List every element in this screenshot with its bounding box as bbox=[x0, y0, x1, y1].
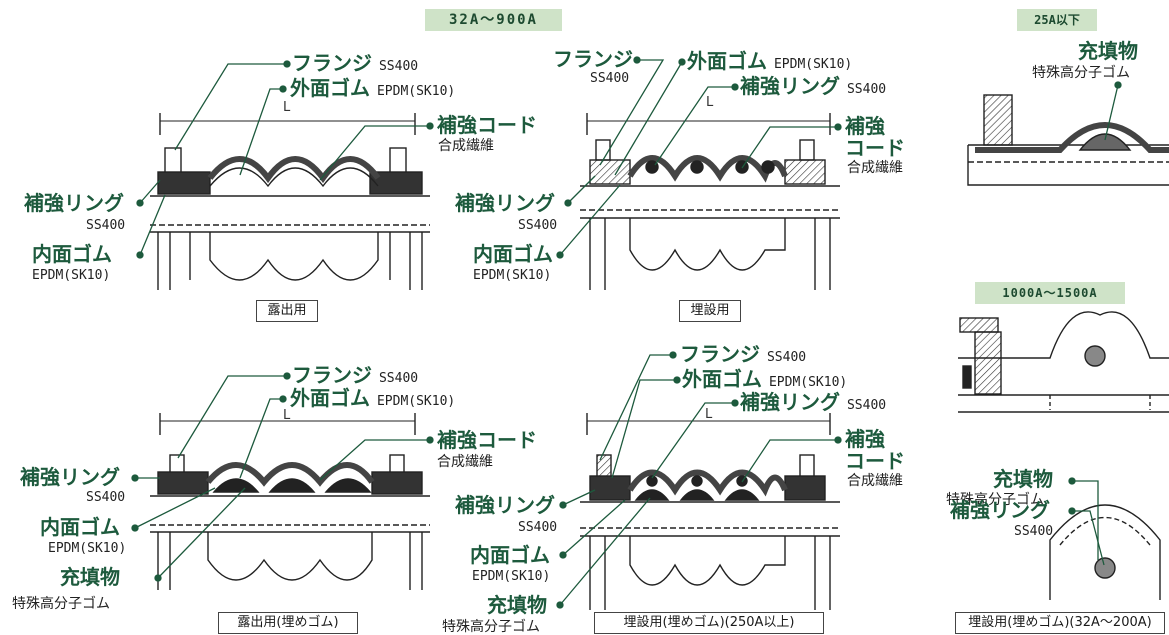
length-mark: L bbox=[283, 408, 291, 423]
label-reinforce-cord-a: 補強 bbox=[845, 427, 885, 451]
small-size-banner: 25A以下 bbox=[1017, 9, 1097, 31]
label-filler: 充填物 bbox=[1078, 39, 1138, 63]
material-epdm: EPDM(SK10) bbox=[472, 569, 551, 584]
material-polymer: 特殊高分子ゴム bbox=[946, 492, 1044, 508]
label-inner-rubber: 内面ゴム bbox=[32, 242, 112, 266]
large-size-banner: 1000A～1500A bbox=[975, 282, 1125, 304]
material-ss400: SS400 bbox=[518, 218, 558, 233]
label-reinforce-ring: 補強リング bbox=[950, 498, 1050, 522]
label-flange: フランジ SS400 bbox=[292, 363, 419, 387]
caption-exposed-fill: 露出用(埋めゴム) bbox=[218, 612, 358, 634]
label-reinforce-cord-b: コード bbox=[845, 449, 905, 473]
diagram-exposed-fill bbox=[150, 413, 430, 590]
label-outer-rubber: 外面ゴム EPDM(SK10) bbox=[290, 76, 456, 100]
caption-buried-fill-large: 埋設用(埋めゴム)(250A以上) bbox=[594, 612, 824, 634]
label-outer-rubber: 外面ゴム EPDM(SK10) bbox=[682, 367, 848, 391]
length-mark: L bbox=[706, 95, 714, 110]
label-flange: フランジ SS400 bbox=[680, 342, 807, 366]
material-polymer: 特殊高分子ゴム bbox=[12, 596, 110, 612]
label-reinforce-cord-a: 補強 bbox=[845, 114, 885, 138]
material-ss400: SS400 bbox=[590, 71, 630, 86]
caption-buried: 埋設用 bbox=[679, 300, 741, 322]
label-filler: 充填物 bbox=[993, 467, 1053, 491]
diagram-buried-fill bbox=[580, 413, 840, 610]
label-inner-rubber: 内面ゴム bbox=[473, 242, 553, 266]
leader-lines bbox=[131, 56, 1122, 609]
material-fiber: 合成繊維 bbox=[847, 473, 903, 489]
label-inner-rubber: 内面ゴム bbox=[40, 515, 120, 539]
label-outer-rubber: 外面ゴム EPDM(SK10) bbox=[290, 386, 456, 410]
caption-exposed: 露出用 bbox=[256, 300, 318, 322]
label-reinforce-cord: 補強コード bbox=[437, 113, 537, 137]
label-reinforce-ring: 補強リング bbox=[455, 191, 555, 215]
material-ss400: SS400 bbox=[86, 218, 126, 233]
material-polymer: 特殊高分子ゴム bbox=[442, 619, 540, 635]
diagram-exposed bbox=[150, 113, 430, 290]
length-mark: L bbox=[705, 407, 713, 422]
caption-buried-fill-small: 埋設用(埋めゴム)(32A～200A) bbox=[955, 612, 1165, 634]
label-reinforce-ring: 補強リング SS400 bbox=[740, 390, 887, 414]
label-inner-rubber: 内面ゴム bbox=[470, 543, 550, 567]
material-epdm: EPDM(SK10) bbox=[48, 541, 127, 556]
label-filler: 充填物 bbox=[60, 565, 120, 589]
label-reinforce-cord: 補強コード bbox=[437, 428, 537, 452]
material-ss400: SS400 bbox=[1014, 524, 1054, 539]
label-reinforce-ring: 補強リング bbox=[455, 493, 555, 517]
diagram-small bbox=[967, 94, 1169, 186]
label-reinforce-cord-b: コード bbox=[845, 136, 905, 160]
material-fiber: 合成繊維 bbox=[847, 160, 903, 176]
diagram-large bbox=[958, 311, 1169, 600]
label-reinforce-ring: 補強リング SS400 bbox=[740, 74, 887, 98]
label-reinforce-ring: 補強リング bbox=[24, 191, 124, 215]
material-polymer: 特殊高分子ゴム bbox=[1032, 65, 1130, 81]
material-ss400: SS400 bbox=[86, 490, 126, 505]
material-fiber: 合成繊維 bbox=[438, 138, 494, 154]
label-outer-rubber: 外面ゴム EPDM(SK10) bbox=[687, 49, 853, 73]
material-fiber: 合成繊維 bbox=[437, 454, 493, 470]
size-range-banner: 32A～900A bbox=[425, 9, 562, 31]
label-filler: 充填物 bbox=[487, 593, 547, 617]
diagram-buried bbox=[580, 113, 840, 290]
label-flange: フランジ bbox=[553, 47, 633, 71]
length-mark: L bbox=[283, 100, 291, 115]
label-flange: フランジ SS400 bbox=[292, 51, 419, 75]
material-epdm: EPDM(SK10) bbox=[473, 268, 552, 283]
material-ss400: SS400 bbox=[518, 520, 558, 535]
label-reinforce-ring: 補強リング bbox=[20, 465, 120, 489]
material-epdm: EPDM(SK10) bbox=[32, 268, 111, 283]
